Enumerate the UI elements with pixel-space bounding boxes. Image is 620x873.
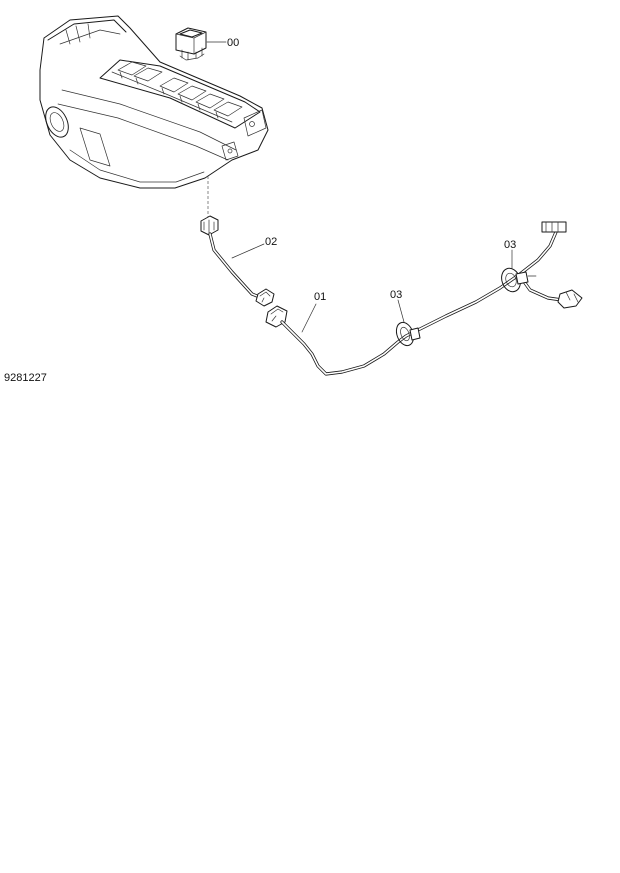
leader-01	[301, 303, 317, 333]
harness-part-02	[200, 215, 275, 307]
console-housing	[39, 15, 269, 189]
callout-01: 01	[314, 291, 326, 303]
callout-02: 02	[265, 236, 277, 248]
callout-03-a: 03	[390, 289, 402, 301]
callout-00: 00	[227, 37, 239, 49]
clamp-part-03-a	[395, 321, 421, 347]
diagram-reference-number: 9281227	[4, 372, 47, 384]
switch-part-00	[175, 27, 207, 61]
clamp-part-03-b	[501, 267, 537, 293]
switch-slots	[117, 61, 243, 119]
leader-03-a	[397, 299, 405, 323]
callout-03-b: 03	[504, 239, 516, 251]
leader-02	[231, 243, 265, 259]
